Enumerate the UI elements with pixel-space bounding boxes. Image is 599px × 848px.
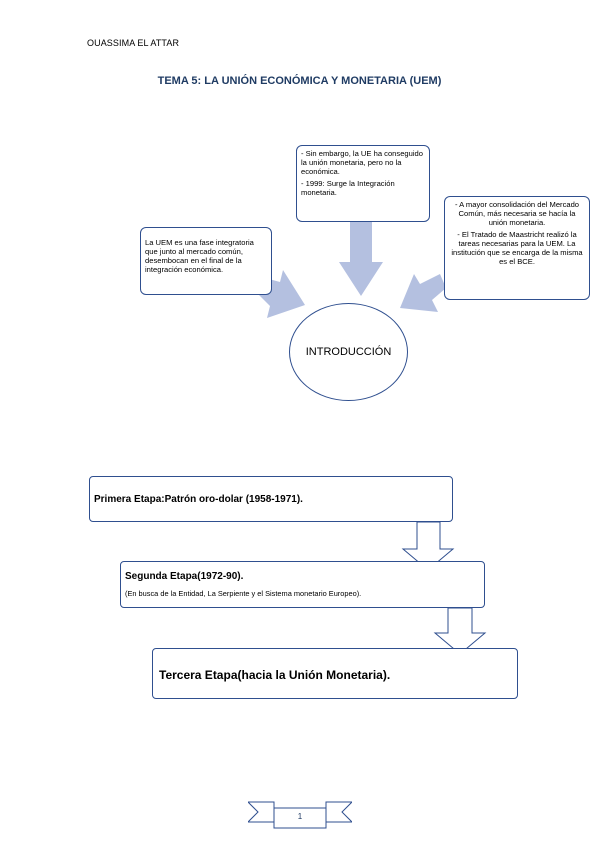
page-title: TEMA 5: LA UNIÓN ECONÓMICA Y MONETARIA (…	[157, 75, 442, 87]
stage-first-label: Primera Etapa:Patrón oro-dolar (1958-197…	[94, 494, 303, 505]
arrow-stage-2-to-3	[433, 607, 487, 655]
top-info-text-2: - 1999: Surge la Integración monetaria.	[301, 179, 395, 197]
top-info-text-1: - Sin embargo, la UE ha conseguido la un…	[301, 149, 423, 176]
author-name: OUASSIMA EL ATTAR	[87, 38, 180, 48]
introduccion-ellipse: INTRODUCCIÓN	[289, 303, 408, 401]
left-info-box: La UEM es una fase integratoria que junt…	[140, 227, 272, 295]
page-number: 1	[297, 812, 303, 821]
left-info-text: La UEM es una fase integratoria que junt…	[145, 238, 254, 274]
top-info-box: - Sin embargo, la UE ha conseguido la un…	[296, 145, 430, 222]
right-info-text-2: - El Tratado de Maastricht realizó la ta…	[451, 230, 583, 266]
arrow-from-right-box	[400, 274, 446, 312]
stage-second-subtitle: (En busca de la Entidad, La Serpiente y …	[125, 589, 362, 598]
stage-second-title: Segunda Etapa(1972-90).	[125, 571, 244, 582]
introduccion-label: INTRODUCCIÓN	[305, 346, 392, 358]
stage-third-label: Tercera Etapa(hacia la Unión Monetaria).	[159, 668, 391, 682]
right-info-text-1: - A mayor consolidación del Mercado Comú…	[454, 200, 580, 227]
arrow-stage-1-to-2	[401, 521, 455, 571]
arrow-down-from-top-box	[339, 220, 383, 296]
stage-third-box: Tercera Etapa(hacia la Unión Monetaria).	[152, 648, 518, 699]
stage-second-box: Segunda Etapa(1972-90). (En busca de la …	[120, 561, 485, 608]
right-info-box: - A mayor consolidación del Mercado Comú…	[444, 196, 590, 300]
stage-first-box: Primera Etapa:Patrón oro-dolar (1958-197…	[89, 476, 453, 522]
page-number-ribbon: 1	[246, 800, 354, 830]
ribbon-icon	[246, 801, 354, 829]
